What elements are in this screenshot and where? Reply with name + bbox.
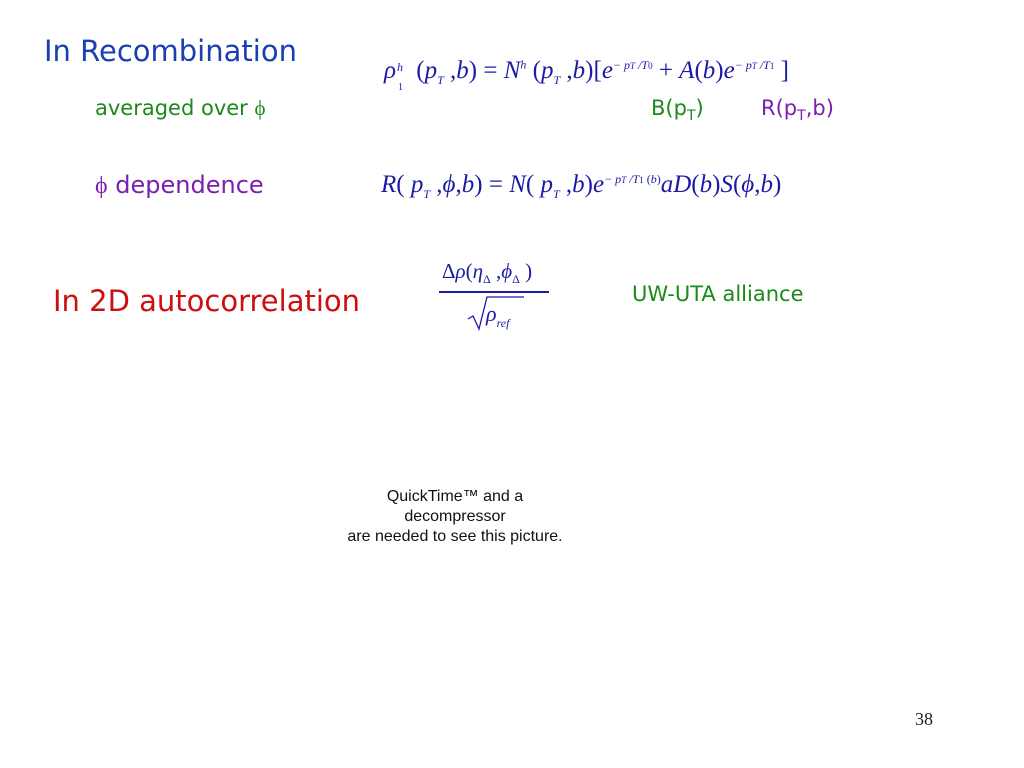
slide-title: In Recombination [44, 34, 297, 68]
r-pt-sub: T [797, 108, 806, 125]
quicktime-line-1: QuickTime™ and a [386, 488, 524, 505]
autocorrelation-fraction: Δρ(ηΔ ,ϕΔ ) ρref [436, 255, 552, 335]
r-pt-label: R(pT,b) [761, 96, 834, 123]
b-pt-post: ) [695, 96, 704, 120]
b-pt-label: B(pT) [651, 96, 704, 123]
fraction-denominator: ρref [486, 301, 510, 330]
autocorrelation-heading: In 2D autocorrelation [53, 284, 361, 318]
square-root-sign [467, 296, 524, 331]
averaged-over-label: averaged over ϕ [95, 96, 266, 121]
phi-dependence-equation: R( pT ,ϕ,b) = N( pT ,b)e− pT /T1 (b)aD(b… [381, 171, 782, 201]
quicktime-line-3: are needed to see this picture. [347, 528, 563, 545]
quicktime-placeholder: QuickTime™ and a decompressor are needed… [300, 487, 610, 547]
phi-symbol: ϕ [254, 96, 266, 120]
quicktime-line-2: decompressor [404, 508, 506, 525]
dependence-text: dependence [115, 171, 264, 199]
averaged-over-text: averaged over [95, 96, 255, 120]
fraction-numerator: Δρ(ηΔ ,ϕΔ ) [442, 259, 533, 286]
r-pt-post: ,b) [805, 96, 834, 120]
page-number: 38 [915, 709, 933, 729]
phi-dependence-label: ϕ dependence [95, 171, 264, 200]
r-pt-pre: R(p [761, 96, 798, 120]
b-pt-sub: T [686, 108, 696, 125]
fraction-bar [439, 291, 549, 293]
b-pt-pre: B(p [651, 96, 687, 120]
alliance-label: UW-UTA alliance [632, 282, 804, 306]
phi-symbol-2: ϕ [95, 173, 108, 199]
